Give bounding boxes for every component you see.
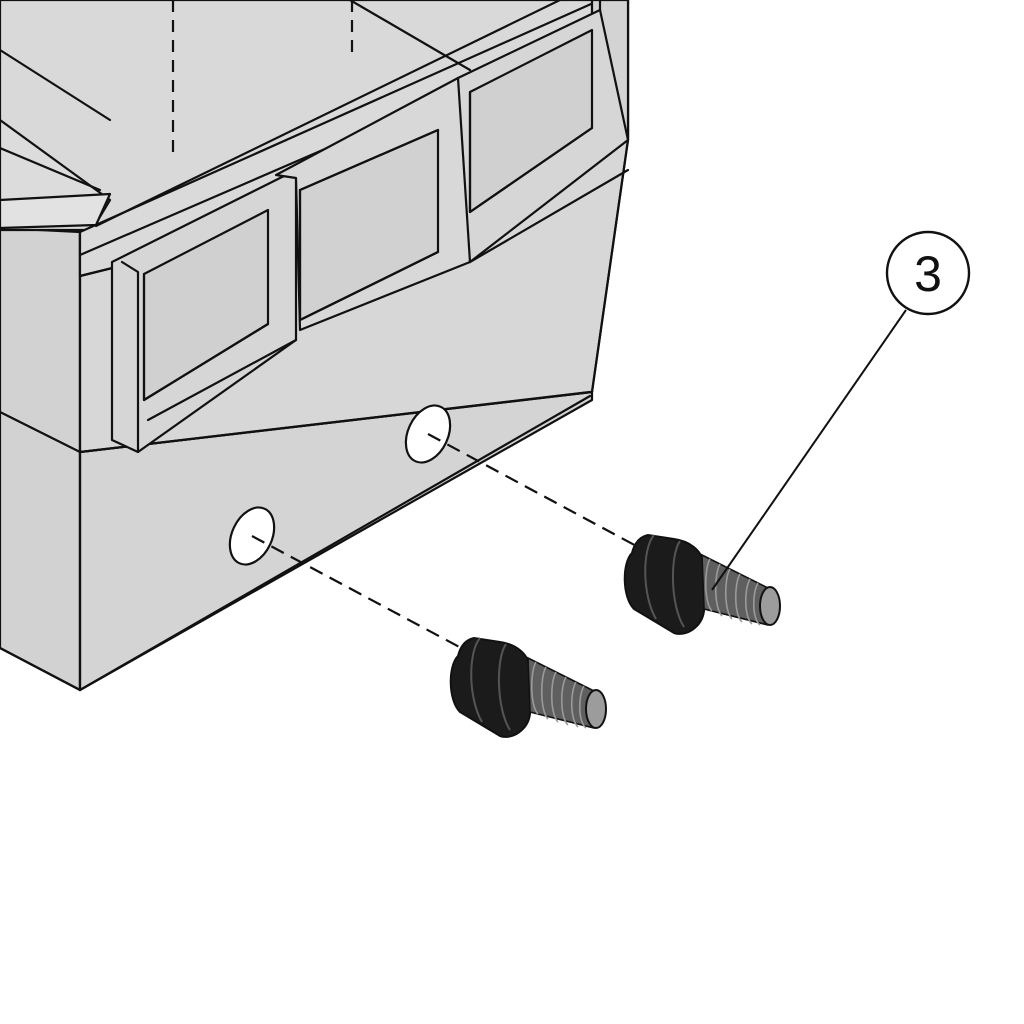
enclosure-left-bottom-edge — [0, 646, 82, 692]
enclosure-bottom-edge — [78, 394, 592, 692]
alignment-line-lower — [251, 535, 466, 651]
fitting-lower — [449, 637, 607, 738]
enclosure-right-edge — [590, 138, 630, 394]
enclosure — [0, 0, 630, 692]
fitting-upper — [623, 534, 781, 635]
callout-circle — [885, 230, 971, 316]
enclosure-rim-lip — [0, 192, 112, 230]
callout-label: 3 — [914, 246, 942, 302]
enclosure-front-seam — [78, 390, 592, 454]
enclosure-left-seam — [0, 410, 82, 454]
alignment-lines — [251, 433, 641, 651]
callout-leader-line — [711, 309, 907, 591]
alignment-line-upper — [427, 433, 641, 549]
callout-3: 3 — [711, 230, 971, 591]
interior-guide-lines — [171, 0, 354, 160]
enclosure-left-face — [0, 226, 82, 692]
